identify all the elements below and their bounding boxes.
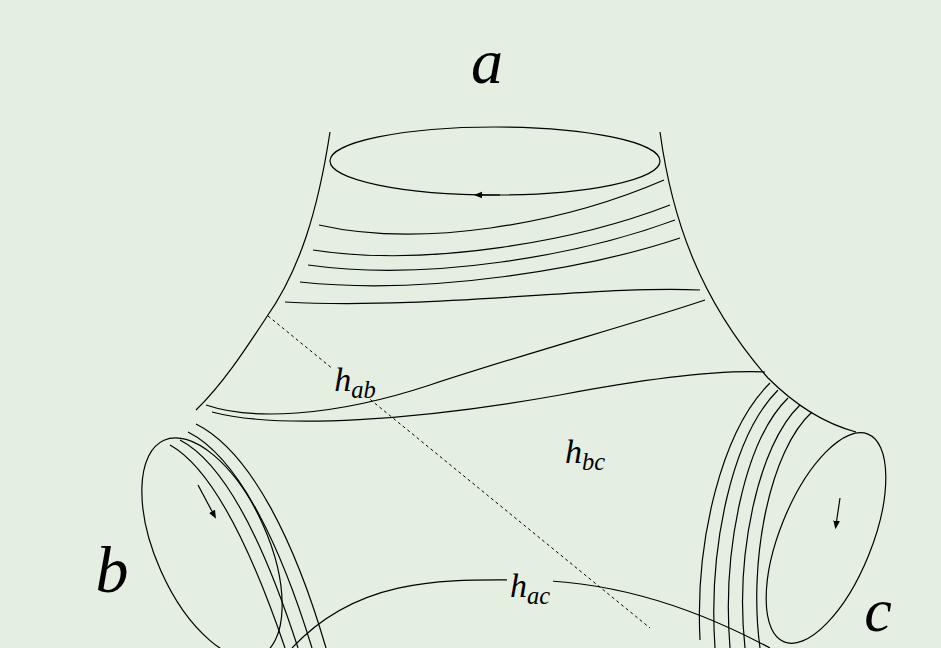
dashed-arc <box>268 316 650 628</box>
lamination-curve <box>728 398 788 648</box>
lamination-curve <box>743 405 800 648</box>
lamination-curve <box>285 289 700 303</box>
boundary-a <box>330 127 660 195</box>
surface-contour <box>196 132 330 410</box>
lamination-curve <box>188 432 312 648</box>
surface-contour <box>660 132 856 432</box>
lamination-curve <box>212 372 765 421</box>
boundary-label: c <box>861 579 895 641</box>
boundary-c <box>741 417 910 648</box>
boundary-b <box>113 417 311 648</box>
boundary-label: b <box>93 537 132 603</box>
lamination-curve <box>313 205 670 256</box>
orientation-arrow <box>198 485 214 515</box>
orientation-arrow <box>836 498 840 525</box>
lamination-curve <box>180 440 298 648</box>
lamination-curve <box>757 412 812 648</box>
lamination-curve <box>300 238 680 286</box>
lamination-curve <box>319 180 664 234</box>
lamination-curve <box>206 300 705 414</box>
geodesic-label: hbc <box>562 435 608 469</box>
lamination-curve <box>308 220 675 270</box>
boundary-label: a <box>468 30 506 94</box>
orientation-arrow <box>478 194 500 195</box>
lamination-curve <box>699 383 770 640</box>
surface-contour <box>292 580 770 648</box>
lamination-curve <box>714 390 778 648</box>
geodesic-label: hac <box>507 569 553 603</box>
lamination-curve <box>196 424 326 648</box>
geodesic-label: hab <box>331 363 378 397</box>
lamination-curve <box>170 445 285 648</box>
